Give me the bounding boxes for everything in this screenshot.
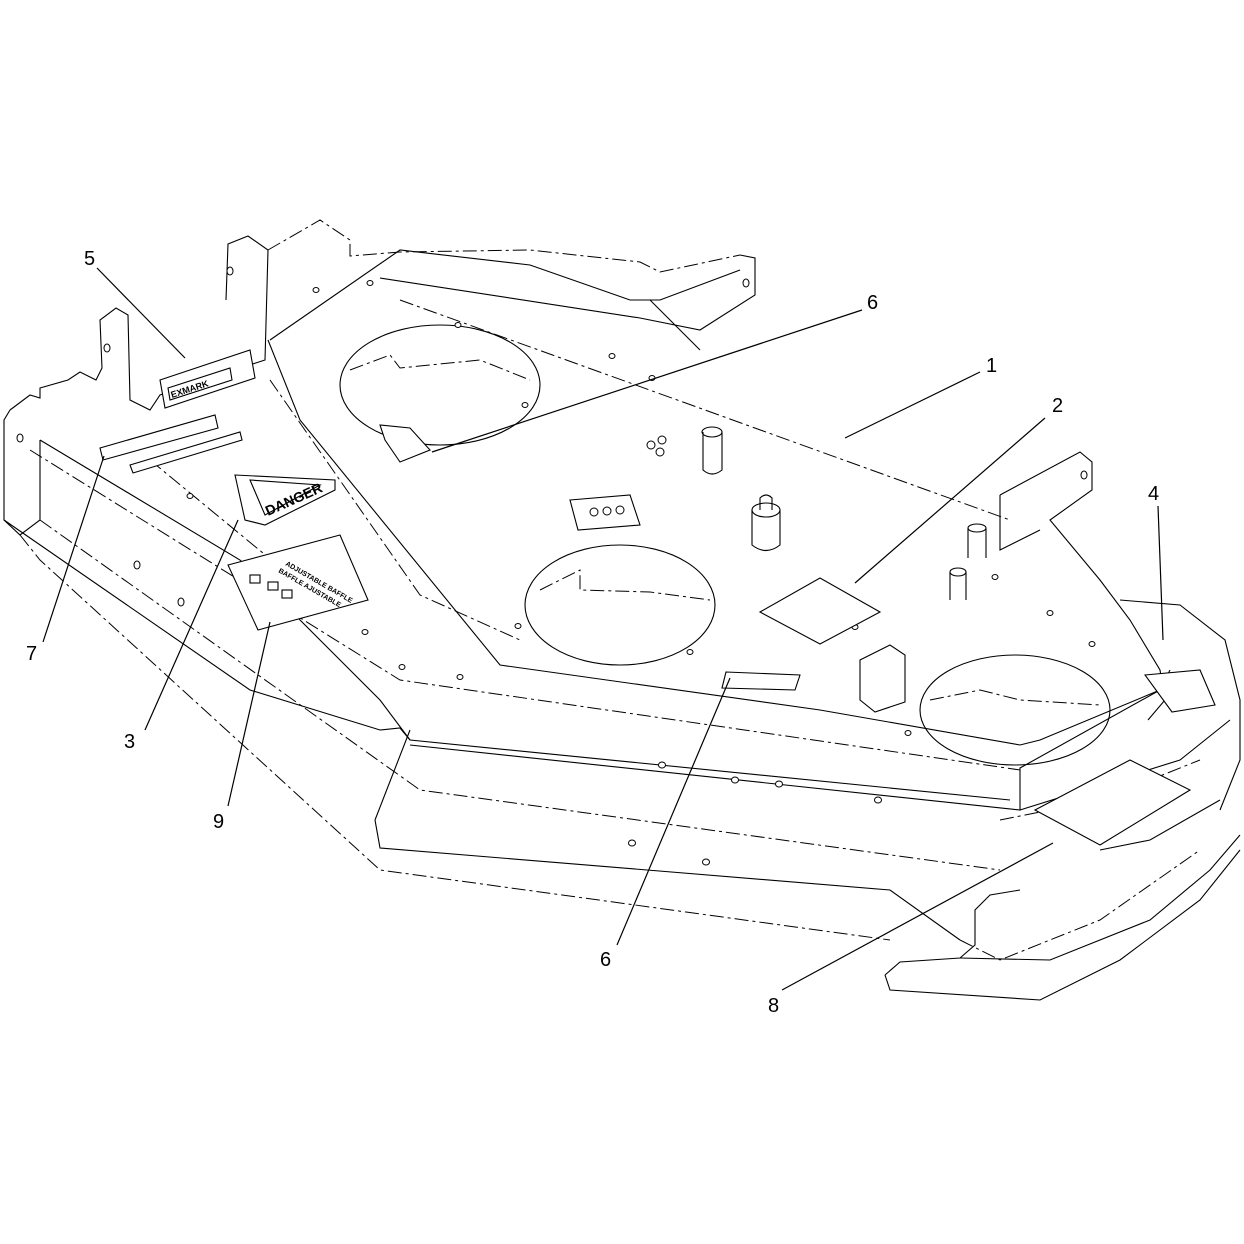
danger-decal: DANGER — [234, 474, 336, 526]
leader-8 — [781, 842, 1054, 991]
leader-4 — [1157, 505, 1164, 641]
decal-2 — [758, 577, 882, 645]
callout-6-upper: 6 — [867, 292, 878, 314]
callout-1: 1 — [986, 355, 997, 377]
callout-5: 5 — [84, 248, 95, 270]
deck-outline — [3, 235, 1241, 1001]
callout-2: 2 — [1052, 395, 1063, 417]
leader-6-lower — [616, 677, 731, 946]
brand-decal: EXMARK — [159, 349, 256, 409]
baffle-decal: ADJUSTABLE BAFFLE BAFFLE AJUSTABLE — [227, 534, 369, 631]
bolt-holes — [16, 266, 1096, 866]
decal-8 — [1033, 759, 1192, 846]
spindles-and-hardware — [569, 426, 987, 713]
decals: EXMARK DANGER ADJUSTABLE BAFFLE BAFFLE A… — [99, 349, 1216, 846]
leader-7 — [42, 455, 105, 643]
leader-1 — [844, 371, 981, 439]
decal-6-lower — [721, 671, 801, 691]
leader-lines — [42, 267, 1164, 991]
callout-4: 4 — [1148, 483, 1159, 505]
callout-6-lower: 6 — [600, 949, 611, 971]
height-of-cut-decal — [99, 414, 219, 461]
callout-3: 3 — [124, 731, 135, 753]
height-slot — [129, 431, 243, 474]
decal-4 — [1143, 669, 1216, 713]
callout-7: 7 — [26, 643, 37, 665]
blade-openings — [339, 324, 1111, 766]
left-blade-opening — [339, 324, 541, 446]
callout-9: 9 — [213, 811, 224, 833]
leader-9 — [227, 621, 271, 807]
leader-6-upper — [431, 309, 863, 453]
right-blade-opening — [919, 654, 1111, 766]
leader-2 — [854, 417, 1046, 584]
leader-3 — [144, 519, 239, 731]
callout-8: 8 — [768, 995, 779, 1017]
hidden-lines — [19, 219, 1201, 961]
callout-labels: 1 2 3 4 5 6 6 7 8 9 — [26, 248, 1159, 1017]
leader-5 — [96, 267, 186, 359]
center-blade-opening — [524, 544, 716, 666]
decal-6-upper — [379, 424, 431, 463]
